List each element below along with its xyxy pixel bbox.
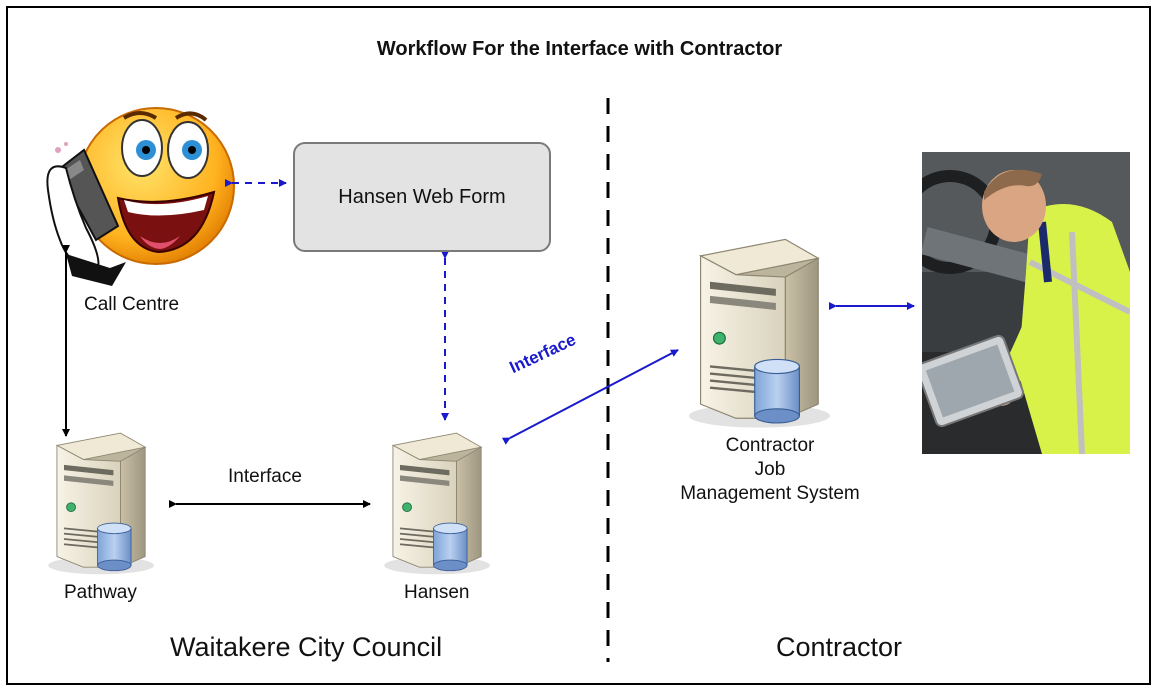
webform-label: Hansen Web Form [338, 185, 506, 208]
pathway-hansen-interface-label: Interface [228, 466, 302, 487]
hansen-web-form-box: Hansen Web Form [293, 142, 551, 252]
contractor-system-label: Contractor Job Management System [660, 434, 880, 506]
field-worker-tablet-photo [922, 152, 1130, 454]
smiley-phone-icon [46, 107, 235, 286]
call-centre-label: Call Centre [84, 294, 180, 315]
contractor-server-icon [687, 237, 832, 430]
hansen-label: Hansen [404, 582, 470, 603]
region-label-contractor: Contractor [776, 632, 903, 662]
contractor-system-label-line-2: Job [754, 459, 786, 480]
pathway-server-icon [47, 431, 156, 576]
pathway-label: Pathway [64, 582, 137, 603]
region-label-council: Waitakere City Council [170, 632, 443, 662]
hansen-server-icon [383, 431, 492, 576]
contractor-system-label-line-3: Management System [680, 483, 860, 504]
edge-hansen-contractor [501, 349, 679, 445]
contractor-system-label-line-1: Contractor [725, 435, 815, 456]
diagram-title: Workflow For the Interface with Contract… [376, 38, 783, 60]
